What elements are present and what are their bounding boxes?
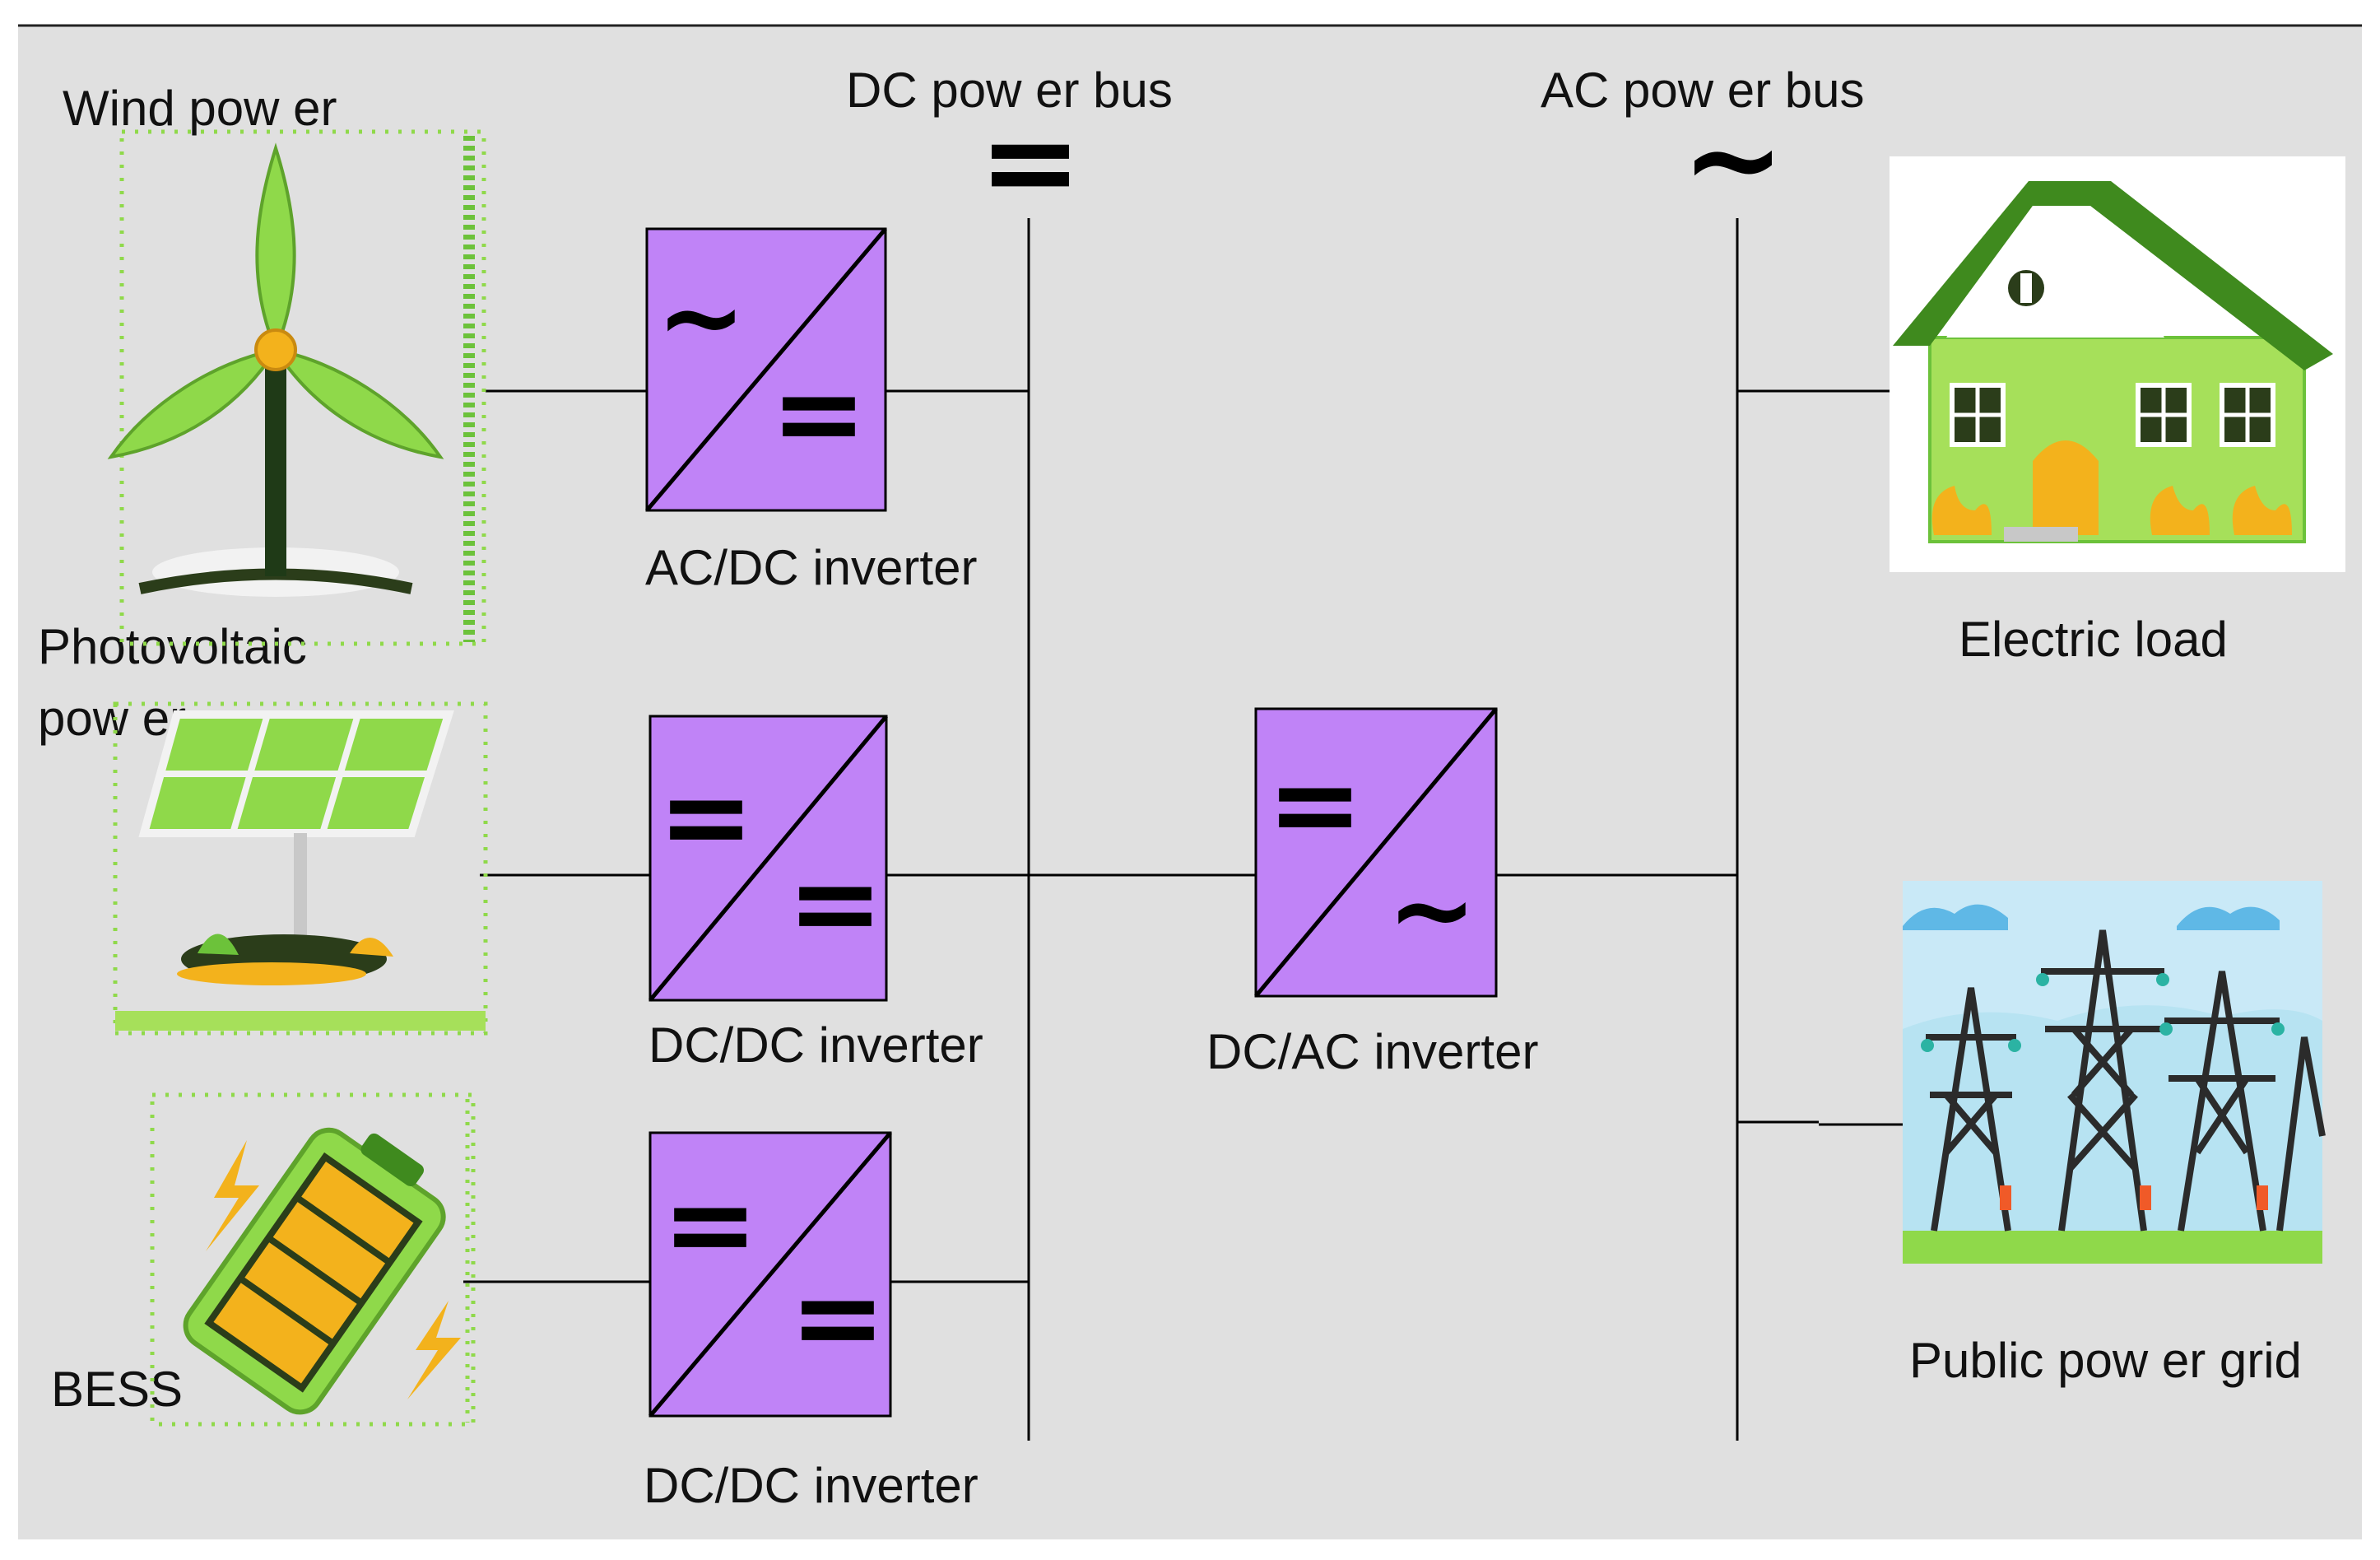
wind-turbine-icon [107, 129, 486, 646]
dc-bus-label: DC pow er bus [846, 63, 1173, 118]
converter-dcac: = ~ DC/AC inverter [1206, 707, 1538, 1079]
house-icon [1890, 156, 2345, 572]
converter-dcac-label: DC/AC inverter [1206, 1024, 1538, 1079]
ac-bus-symbol: ~ [1681, 88, 1785, 231]
solar-panel-icon [113, 701, 488, 1036]
power-grid-icon [1903, 881, 2326, 1264]
converter-acdc-out-symbol: = [770, 347, 867, 481]
pv-power-label-line1: Photovoltaic [38, 619, 307, 674]
converter-acdc: ~ = AC/DC inverter [645, 227, 977, 595]
converter-dcdc-pv-out-symbol: = [787, 836, 883, 971]
converter-acdc-label: AC/DC inverter [645, 540, 977, 595]
ac-bus-label: AC pow er bus [1541, 63, 1865, 118]
converter-dcdc-bess: = = DC/DC inverter [644, 1131, 978, 1513]
pv-power-label-line2: pow er [38, 691, 186, 746]
converter-dcdc-bess-out-symbol: = [789, 1250, 886, 1385]
converter-dcdc-bess-label: DC/DC inverter [644, 1458, 978, 1513]
electric-load-label: Electric load [1959, 612, 2228, 667]
public-grid-label: Public pow er grid [1909, 1333, 2302, 1388]
converter-dcdc-bess-in-symbol: = [662, 1157, 758, 1292]
converter-acdc-in-symbol: ~ [657, 254, 746, 380]
converter-dcac-in-symbol: = [1267, 738, 1363, 872]
converter-dcdc-pv-in-symbol: = [658, 750, 754, 884]
bess-label: BESS [51, 1362, 183, 1417]
connection-wires [463, 389, 1903, 1283]
converter-dcdc-pv: = = DC/DC inverter [648, 715, 983, 1073]
converter-dcdc-pv-label: DC/DC inverter [648, 1017, 983, 1073]
dc-bus-symbol: = [978, 91, 1082, 234]
converter-dcac-out-symbol: ~ [1388, 847, 1477, 972]
battery-icon [150, 1092, 476, 1427]
wind-power-label: Wind pow er [63, 81, 337, 136]
